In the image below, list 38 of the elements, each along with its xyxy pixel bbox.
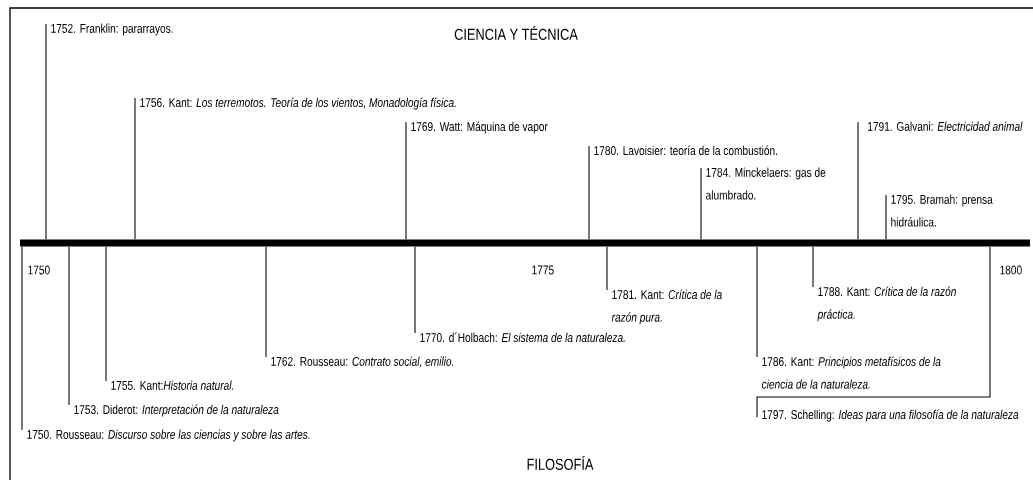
leader-line: [857, 121, 859, 240]
event-label: 1756. Kant: Los terremotos. Teoría de los vientos, Monadología física.: [140, 97, 456, 110]
leader-line: [45, 23, 47, 240]
timeline-bar: [20, 239, 1030, 247]
section-heading: FILOSOFÍA: [527, 456, 594, 470]
leader-line: [885, 194, 887, 240]
section-heading: CIENCIA Y TÉCNICA: [454, 26, 578, 40]
leader-line: [134, 97, 136, 240]
event-label: 1786. Kant: Principios metafísicos de la ciencia de la naturaleza.: [761, 356, 941, 389]
event-label: 1780. Lavoisier: teoría de la combustión.: [594, 145, 777, 156]
event-label: 1752. Franklin: pararrayos.: [51, 23, 173, 36]
event-label: 1797. Schelling: Ideas para una filosofía de la naturaleza: [762, 409, 1019, 422]
leader-line: [812, 246, 814, 288]
leader-line: [265, 246, 267, 358]
leader-line: [414, 246, 416, 334]
event-label: 1769. Watt: Máquina de vapor: [411, 121, 548, 134]
leader-line: [21, 246, 23, 431]
event-label: 1795. Bramah: prensa hidráulica.: [891, 194, 993, 227]
leader-line: [606, 246, 608, 291]
event-label: 1762. Rousseau: Contrato social, emilio.: [271, 356, 454, 368]
event-label: 1791. Galvani: Electricidad animal: [868, 121, 1023, 131]
leader-line: [105, 246, 107, 382]
event-label: 1755. Kant:Historia natural.: [111, 380, 234, 390]
leader-line: [700, 167, 702, 240]
event-label: 1781. Kant: Crítica de la razón pura.: [611, 289, 722, 325]
event-label: 1788. Kant: Crítica de la razón práctica.: [817, 286, 956, 322]
year-label: 1800: [1000, 265, 1022, 275]
leader-line: [756, 246, 991, 418]
leader-line: [756, 246, 758, 358]
leader-line: [405, 121, 407, 240]
leader-line: [68, 246, 70, 406]
year-label: 1750: [28, 265, 50, 275]
year-label: 1775: [532, 265, 554, 275]
leader-line: [588, 145, 590, 240]
event-label: 1784. Minckelaers: gas de alumbrado.: [706, 167, 826, 200]
event-label: 1750. Rousseau: Discurso sobre las ciencias y sobre las artes.: [27, 429, 310, 442]
event-label: 1770. d´Holbach: El sistema de la naturaleza.: [420, 332, 625, 343]
event-label: 1753. Diderot: Interpretación de la naturaleza: [74, 404, 279, 417]
